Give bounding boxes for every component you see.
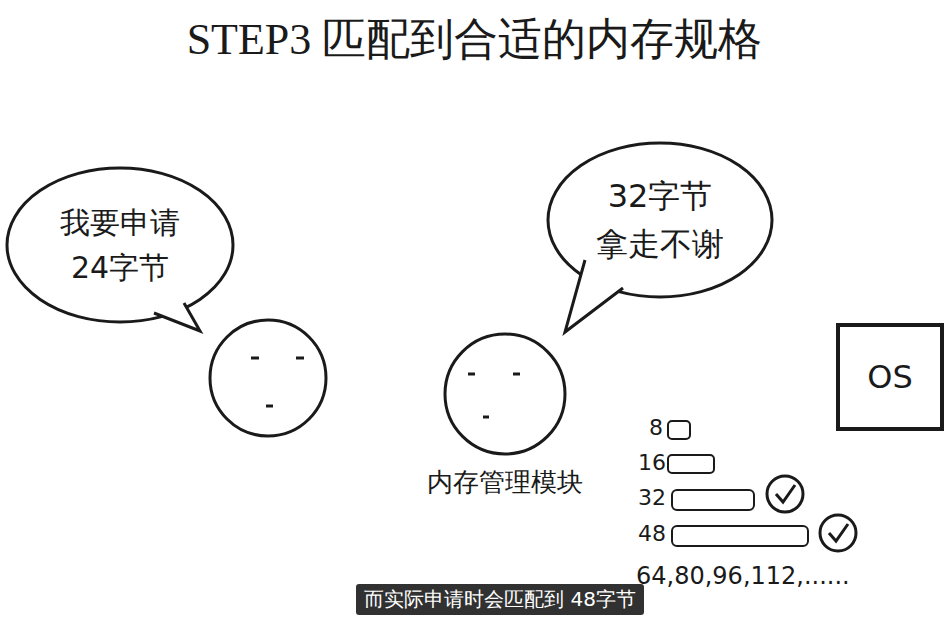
speech-bubble: 32字节 拿走不谢 [545,140,775,300]
module-face: 内存管理模块 [405,330,605,502]
size-label: 32 [638,485,666,510]
eye [468,373,475,376]
bubble-outline [545,140,775,300]
face-circle [445,334,565,454]
title: STEP3 匹配到合适的内存规格 [0,10,949,69]
size-label: 8 [649,415,663,440]
size-label: 48 [638,521,666,546]
node-text: 我要申请 24字节 [55,200,185,290]
bubble-ellipse [7,168,233,322]
node-text: OS [867,353,913,401]
size-label: 16 [638,450,666,475]
module-label: 内存管理模块 [427,463,583,502]
bubble-outline [4,165,236,325]
left-face [210,320,326,436]
size-label: 64,80,96,112,...... [636,562,850,590]
size-bars [668,421,808,546]
bubble-tail [565,260,623,332]
os-box: OS [836,323,944,431]
bubble-tail-fill [565,260,623,332]
subtitle: 而实际申请时会匹配到 48字节 [356,584,644,615]
face [445,334,565,454]
check-marks [767,476,856,551]
mouth [483,416,489,419]
bubble-tail-fill [154,303,200,331]
node-text: 32字节 拿走不谢 [590,172,730,268]
bubble-tail [154,303,200,331]
speech-bubble: 我要申请 24字节 [4,165,236,325]
eye [513,373,520,376]
